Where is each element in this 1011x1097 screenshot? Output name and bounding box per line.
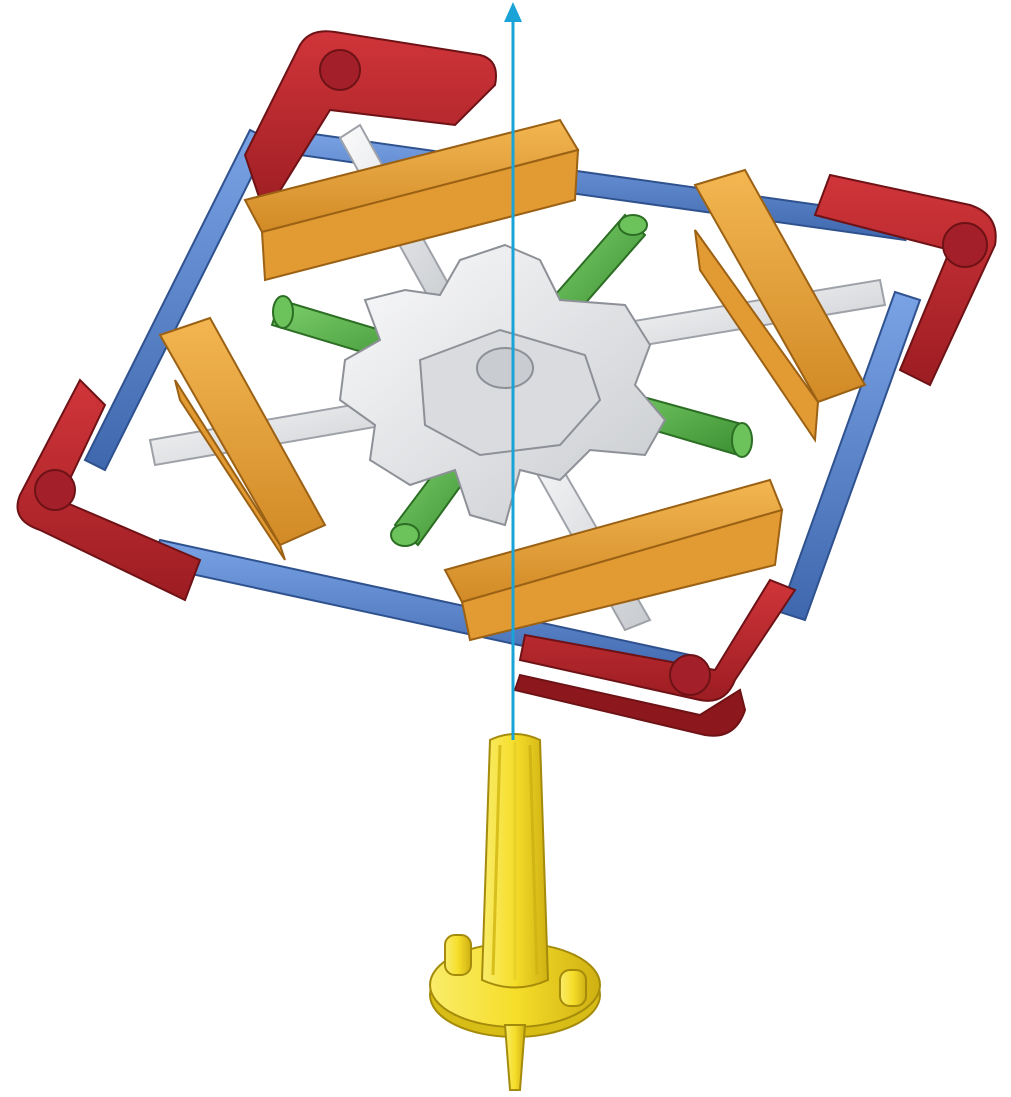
yellow-spindle-base: [430, 734, 600, 1090]
white-hub: [340, 245, 665, 525]
